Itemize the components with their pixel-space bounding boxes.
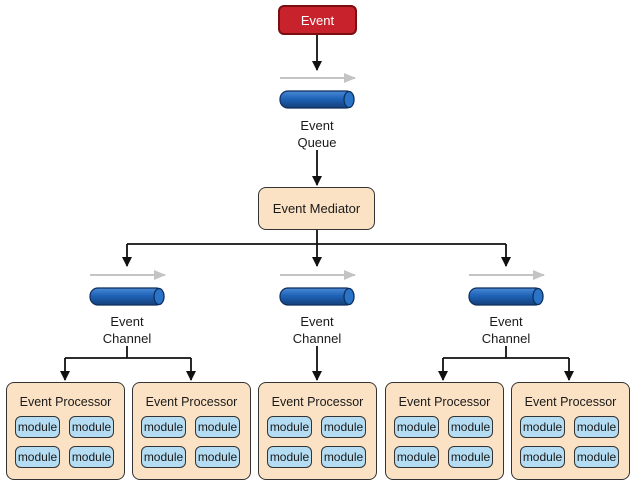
module-box: module [321,416,366,438]
channel-1-pipe-icon [89,287,165,306]
event-processor-3: Event Processor module module module mod… [258,382,377,480]
module-box: module [195,416,240,438]
module-box: module [267,416,312,438]
module-box: module [15,416,60,438]
event-processor-title: Event Processor [19,395,112,409]
module-box: module [448,416,493,438]
event-processor-2: Event Processor module module module mod… [132,382,251,480]
module-box: module [394,416,439,438]
channel-1-caption: Event Channel [87,313,167,347]
channel-3-pipe-icon [468,287,544,306]
channel-1-caption-line-1: Event [110,314,144,329]
module-box: module [195,446,240,468]
module-box: module [448,446,493,468]
module-box: module [520,416,565,438]
event-label: Event [300,12,335,28]
module-box: module [69,446,114,468]
module-box: module [321,446,366,468]
channel-1-caption-line-2: Channel [102,331,152,346]
event-box: Event [278,5,357,35]
event-processor-4: Event Processor module module module mod… [385,382,504,480]
event-processor-title: Event Processor [398,395,491,409]
event-mediator-label: Event Mediator [272,201,361,216]
module-box: module [141,446,186,468]
channel-2-caption-line-2: Channel [292,331,342,346]
module-box: module [141,416,186,438]
module-box: module [394,446,439,468]
module-box: module [267,446,312,468]
channel-3-caption-line-1: Event [489,314,523,329]
event-processor-5: Event Processor module module module mod… [511,382,630,480]
event-processor-title: Event Processor [271,395,364,409]
module-box: module [15,446,60,468]
channel-2-caption-line-1: Event [300,314,334,329]
channel-3-caption-line-2: Channel [481,331,531,346]
queue-caption-line-2: Queue [297,135,337,150]
event-processor-1: Event Processor module module module mod… [6,382,125,480]
queue-caption: Event Queue [277,117,357,151]
module-box: module [69,416,114,438]
event-processor-title: Event Processor [145,395,238,409]
queue-pipe-icon [279,90,355,109]
channel-2-pipe-icon [279,287,355,306]
event-processor-title: Event Processor [524,395,617,409]
channel-2-caption: Event Channel [277,313,357,347]
module-box: module [574,446,619,468]
event-mediator-box: Event Mediator [258,187,375,230]
channel-3-caption: Event Channel [466,313,546,347]
module-box: module [574,416,619,438]
module-box: module [520,446,565,468]
queue-caption-line-1: Event [300,118,334,133]
